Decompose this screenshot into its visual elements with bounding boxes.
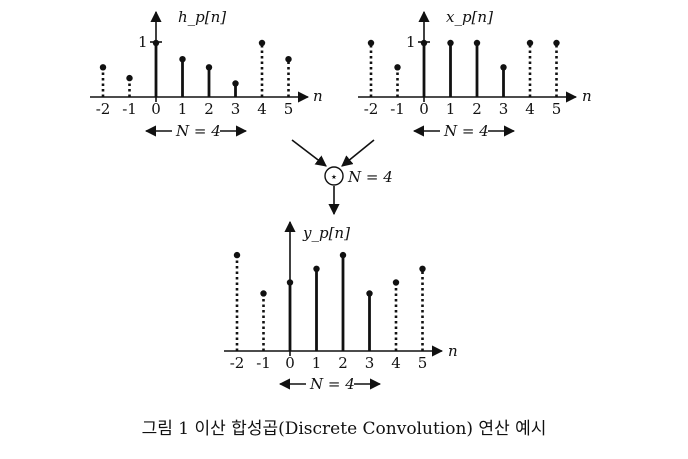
yp-stem-head-2	[339, 251, 347, 259]
hp-axis-var: n	[313, 87, 323, 105]
hp-x-tick-label: 4	[257, 100, 267, 118]
hp-stem-head--1	[126, 74, 133, 82]
yp-stem-head-1	[313, 265, 320, 272]
xp-x-tick-label: 3	[499, 100, 509, 118]
hp-x-tick-label: -2	[96, 100, 111, 118]
hp-x-tick-label: 1	[178, 100, 188, 118]
hp-x-tick-label: 5	[284, 100, 294, 118]
yp-stem-head--1	[260, 290, 267, 297]
xp-x-tick-label: -2	[364, 100, 379, 118]
yp-axis-var: n	[448, 342, 458, 360]
yp-period-marker: N = 4	[278, 375, 382, 393]
xp-x-tick-label: -1	[390, 100, 405, 118]
xp-title: x_p[n]	[446, 8, 493, 26]
hp-to-operator-arrow	[291, 139, 327, 167]
yp-x-tick-label: 5	[418, 354, 428, 372]
yp-stem-head-4	[392, 279, 400, 286]
hp-x-tick-label: -1	[122, 100, 137, 118]
yp-x-tick-label: 4	[391, 354, 401, 372]
xp-stem-head-4	[526, 39, 534, 47]
yp-stem-head-0	[286, 279, 294, 286]
hp-period-marker: N = 4	[144, 122, 248, 140]
yp-stem-head-3	[366, 290, 373, 297]
yp-x-tick-label: 0	[285, 354, 295, 372]
convolution-circle	[324, 166, 344, 186]
xp-x-tick-label: 0	[419, 100, 429, 118]
xp-stem-head--1	[394, 64, 401, 71]
hp-y-tick-label: 1	[138, 33, 148, 51]
yp-stem-head--2	[233, 251, 241, 259]
figure-caption: 그림 1 이산 합성곱(Discrete Convolution) 연산 예시	[142, 419, 547, 439]
hp-x-tick-label: 3	[231, 100, 241, 118]
xp-stem-head-1	[447, 39, 454, 47]
yp-x-tick-label: -1	[256, 354, 271, 372]
convolution-symbol: ⋆	[330, 170, 338, 185]
xp-stem-head-3	[500, 64, 507, 71]
hp-stem-head-3	[232, 80, 239, 87]
xp-stem-head-5	[553, 39, 560, 47]
xp-axis-var: n	[582, 87, 592, 105]
yp-title: y_p[n]	[302, 224, 350, 242]
hp-stem-head-0	[152, 39, 160, 47]
hp-period-label: N = 4	[175, 122, 221, 140]
yp-x-tick-label: -2	[230, 354, 245, 372]
xp-to-operator-arrow	[341, 139, 375, 167]
xp-x-tick-label: 4	[525, 100, 535, 118]
hp-stem-head-4	[258, 39, 266, 47]
hp-title: h_p[n]	[178, 8, 226, 26]
yp-stem-head-5	[419, 265, 426, 272]
xp-x-tick-label: 2	[472, 100, 482, 118]
xp-x-tick-label: 1	[446, 100, 456, 118]
operator-period-label: N = 4	[347, 168, 393, 186]
hp-x-tick-label: 2	[204, 100, 214, 118]
xp-y-tick-label: 1	[406, 33, 416, 51]
xp-period-label: N = 4	[443, 122, 489, 140]
hp-stem-head--2	[99, 64, 107, 71]
hp-stem-head-1	[179, 56, 186, 63]
hp-stem-head-5	[285, 56, 292, 63]
xp-stem-head-0	[420, 39, 428, 47]
yp-x-tick-label: 2	[338, 354, 348, 372]
yp-x-tick-label: 3	[365, 354, 375, 372]
hp-x-tick-label: 0	[151, 100, 161, 118]
hp-stem-head-2	[205, 64, 213, 71]
xp-x-tick-label: 5	[552, 100, 562, 118]
xp-stem-head--2	[367, 39, 375, 47]
xp-period-marker: N = 4	[412, 122, 516, 140]
yp-period-label: N = 4	[309, 375, 355, 393]
yp-x-tick-label: 1	[312, 354, 322, 372]
convolution-operator: ⋆ N = 4	[291, 139, 393, 216]
xp-stem-head-2	[473, 39, 481, 47]
